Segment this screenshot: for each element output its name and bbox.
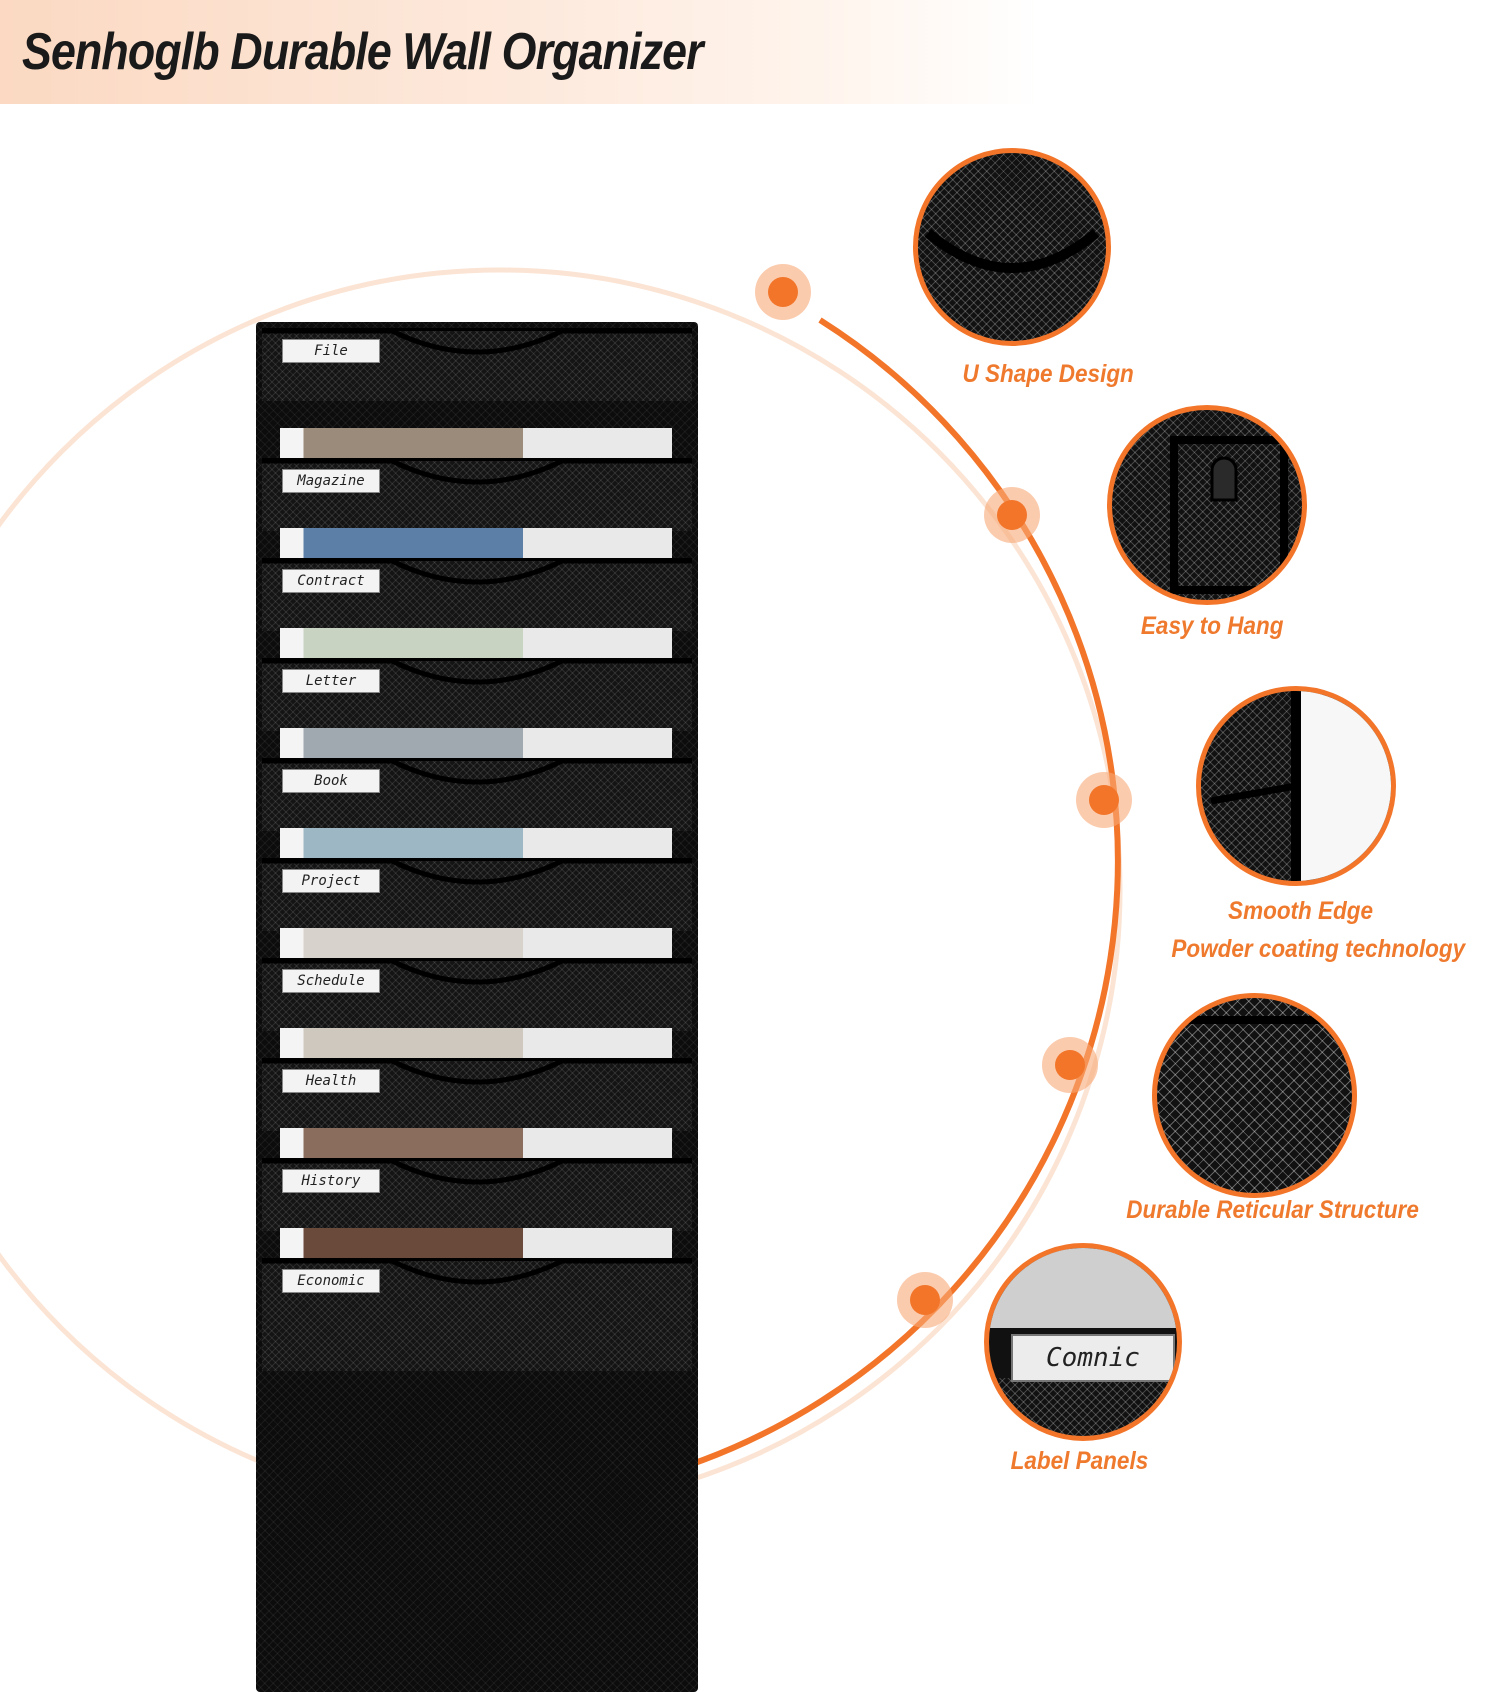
paper-stack: [280, 528, 672, 562]
tier-label: Economic: [282, 1269, 380, 1293]
feature-caption: Durable Reticular Structure: [1126, 1196, 1419, 1224]
mesh-pocket-closeup-icon: [913, 148, 1111, 346]
organizer-tier: File: [256, 328, 698, 428]
tier-label: Health: [282, 1069, 380, 1093]
sample-label: Comnic: [1011, 1334, 1175, 1382]
label-panel-closeup-icon: Comnic: [984, 1243, 1182, 1441]
paper-stack: [280, 828, 672, 862]
paper-stack: [280, 928, 672, 962]
organizer-tier: Health: [256, 1028, 698, 1131]
feature-caption: Smooth Edge: [1228, 897, 1374, 925]
mesh-pocket: Project: [262, 858, 692, 931]
page-title: Senhoglb Durable Wall Organizer: [22, 23, 704, 81]
mesh-pocket: Contract: [262, 558, 692, 631]
organizer-tier: Project: [256, 828, 698, 931]
paper-stack: [280, 728, 672, 762]
paper-stack: [280, 1128, 672, 1162]
mesh-pocket: Letter: [262, 658, 692, 731]
mesh-pocket: Magazine: [262, 458, 692, 531]
organizer-tier: Book: [256, 728, 698, 831]
feature-caption: Label Panels: [1010, 1447, 1149, 1475]
paper-stack: [280, 428, 672, 462]
mesh-pocket: File: [262, 328, 692, 401]
tier-label: Project: [282, 869, 380, 893]
mesh-pocket: Health: [262, 1058, 692, 1131]
feature-caption-secondary: Powder coating technology: [1171, 935, 1466, 963]
tier-label: Letter: [282, 669, 380, 693]
mesh-pocket: History: [262, 1158, 692, 1231]
paper-stack: [280, 1028, 672, 1062]
edge-closeup-icon: [1196, 686, 1396, 886]
connector-dots: [755, 264, 1132, 1328]
organizer-tier: Contract: [256, 528, 698, 631]
feature-caption: U Shape Design: [962, 360, 1134, 388]
hanging-hole-closeup-icon: [1107, 405, 1307, 605]
paper-stack: [280, 1228, 672, 1262]
mesh-closeup-icon: [1152, 993, 1357, 1198]
mesh-pocket: Economic: [262, 1258, 692, 1371]
decorative-arc: [0, 264, 1132, 1500]
title-band: [0, 0, 1485, 104]
tier-label: History: [282, 1169, 380, 1193]
mesh-pocket: Schedule: [262, 958, 692, 1031]
tier-label: File: [282, 339, 380, 363]
organizer-tier: Magazine: [256, 428, 698, 531]
tier-label: Magazine: [282, 469, 380, 493]
mesh-pocket: Book: [262, 758, 692, 831]
organizer-tier: History: [256, 1128, 698, 1231]
tier-label: Contract: [282, 569, 380, 593]
tier-label: Schedule: [282, 969, 380, 993]
organizer-tier: Letter: [256, 628, 698, 731]
paper-stack: [280, 628, 672, 662]
feature-caption: Easy to Hang: [1140, 612, 1284, 640]
tier-label: Book: [282, 769, 380, 793]
organizer-tier: Schedule: [256, 928, 698, 1031]
organizer-tier: Economic: [256, 1228, 698, 1371]
